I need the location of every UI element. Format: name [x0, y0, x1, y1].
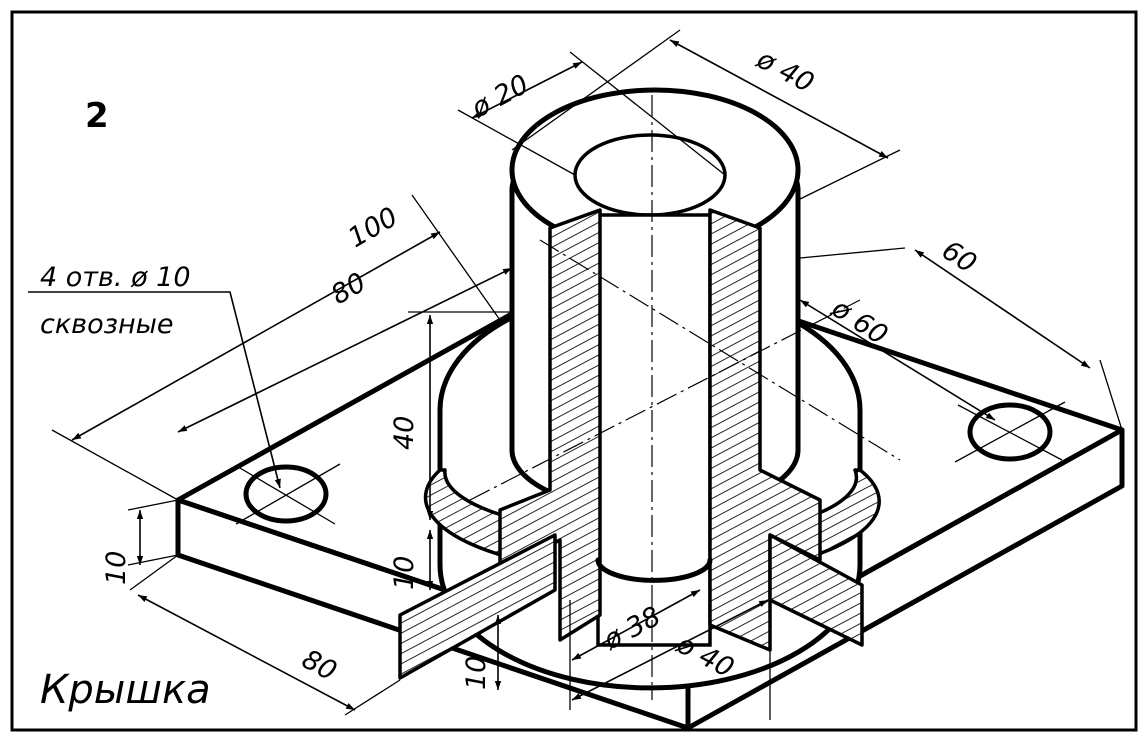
hole-left-axis-1	[235, 463, 341, 525]
drawing-border	[10, 10, 1138, 732]
dim-label-d40: ø 40	[751, 43, 819, 99]
ext-10-left-a	[127, 499, 179, 511]
wall-section-left	[498, 208, 602, 642]
bore-top-opening	[573, 133, 727, 217]
ext-d20-a	[457, 109, 576, 176]
dim-label-d20: ø 20	[466, 69, 534, 125]
ext-80-bottom-a	[129, 554, 179, 591]
ext-100-b	[411, 194, 501, 321]
axis-diag-2	[469, 299, 861, 501]
dimline-80-top	[177, 267, 513, 433]
bore-bottom-edge	[595, 557, 713, 583]
dimline-d40	[669, 39, 889, 159]
dim-label-60: 60	[936, 235, 982, 280]
ext-10-left-b	[127, 554, 179, 566]
section-cut	[398, 208, 864, 680]
dimline-d40-bottom	[571, 599, 769, 701]
mounting-hole-left	[243, 464, 329, 524]
ext-60-a	[799, 247, 906, 259]
dimline-d20	[471, 61, 583, 119]
dimension-lines	[28, 29, 1123, 720]
axis-diag-1	[539, 239, 901, 461]
dimline-d60	[799, 299, 996, 421]
dim-label-10-inner: 10	[389, 556, 420, 590]
ext-100-a	[51, 429, 179, 501]
holes-note-line1: 4 отв. ø 10	[40, 262, 191, 293]
ext-d40-a	[511, 29, 681, 151]
dim-label-80-top: 80	[326, 267, 371, 311]
holes-note-line2: сквозные	[40, 309, 174, 340]
dim-label-80-bottom: 80	[297, 644, 342, 688]
ext-d40-b	[797, 149, 901, 201]
dimline-80-bottom	[137, 594, 356, 711]
sheet-number: 2	[85, 96, 109, 136]
plate-section-left	[398, 533, 557, 680]
hole-left-axis-2	[239, 467, 336, 525]
dim-label-100: 100	[343, 201, 403, 254]
part-title: Крышка	[40, 667, 211, 713]
dim-label-40: 40	[389, 416, 420, 450]
ext-60-b	[1099, 359, 1123, 431]
plate-section-right	[768, 533, 864, 647]
dim-label-10-bottom: 10	[461, 656, 492, 690]
dim-label-10-left: 10	[101, 551, 132, 585]
dimline-60	[914, 249, 1091, 369]
holes-note-leader	[28, 291, 281, 489]
